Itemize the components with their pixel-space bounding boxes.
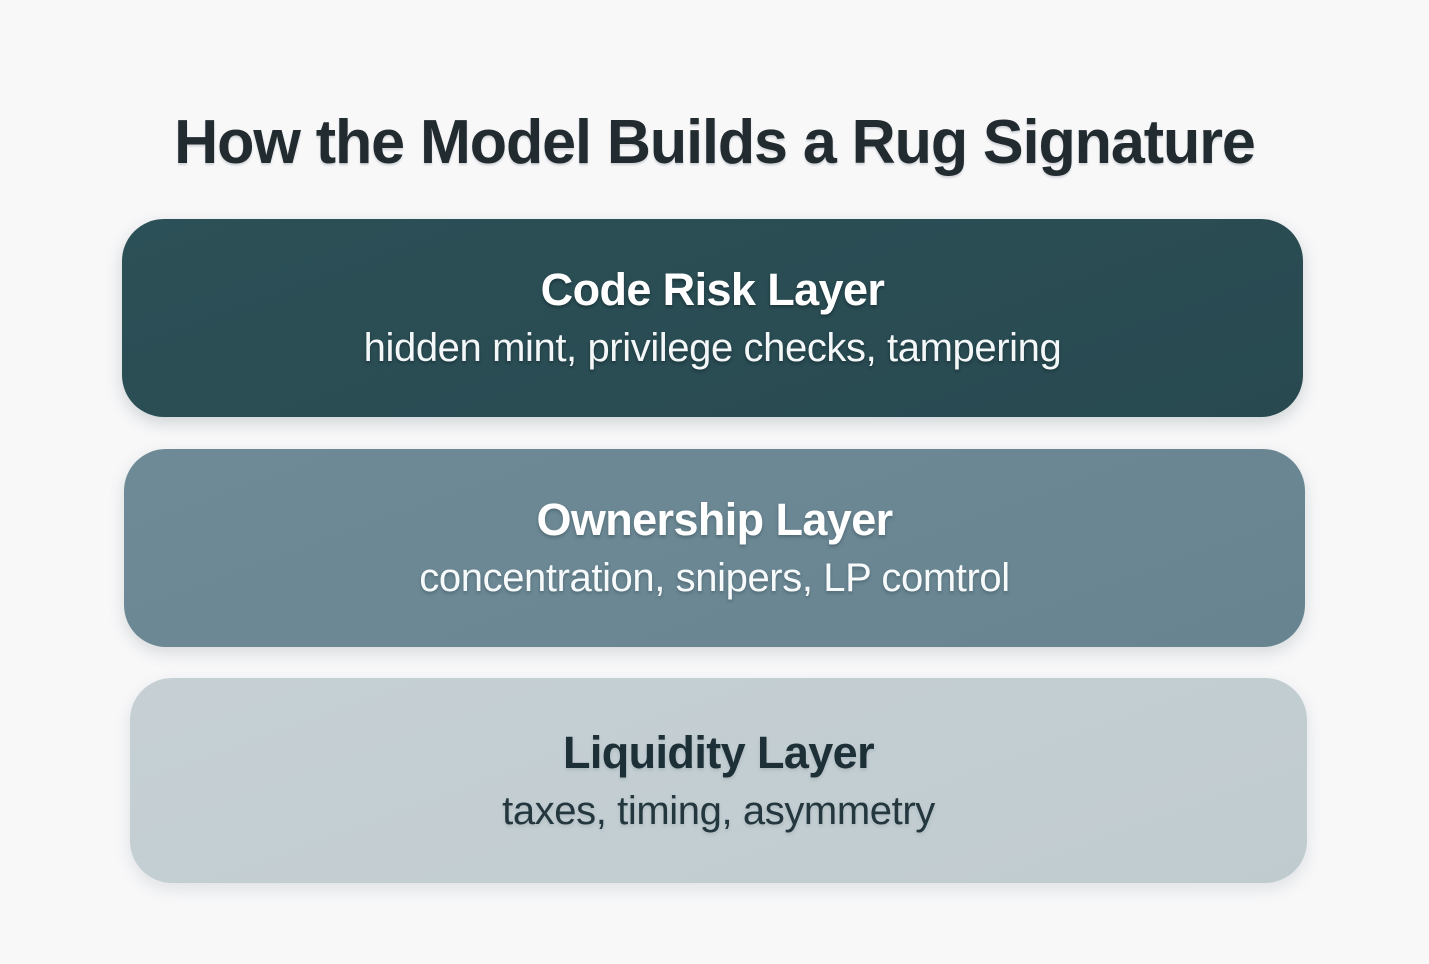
layer-card-ownership: Ownership Layer concentration, snipers, … (124, 449, 1305, 647)
layer-card-subtitle: concentration, snipers, LP comtrol (419, 556, 1010, 600)
layer-card-title: Ownership Layer (536, 494, 893, 545)
layer-card-code-risk: Code Risk Layer hidden mint, privilege c… (122, 219, 1303, 417)
page-title: How the Model Builds a Rug Signature (174, 107, 1256, 177)
layer-card-liquidity: Liquidity Layer taxes, timing, asymmetry (130, 678, 1307, 883)
layer-card-title: Code Risk Layer (540, 264, 885, 315)
layer-card-subtitle: hidden mint, privilege checks, tampering (363, 326, 1062, 370)
layer-card-title: Liquidity Layer (562, 726, 875, 778)
layer-stack: Code Risk Layer hidden mint, privilege c… (122, 219, 1307, 883)
layer-card-subtitle: taxes, timing, asymmetry (502, 788, 935, 833)
